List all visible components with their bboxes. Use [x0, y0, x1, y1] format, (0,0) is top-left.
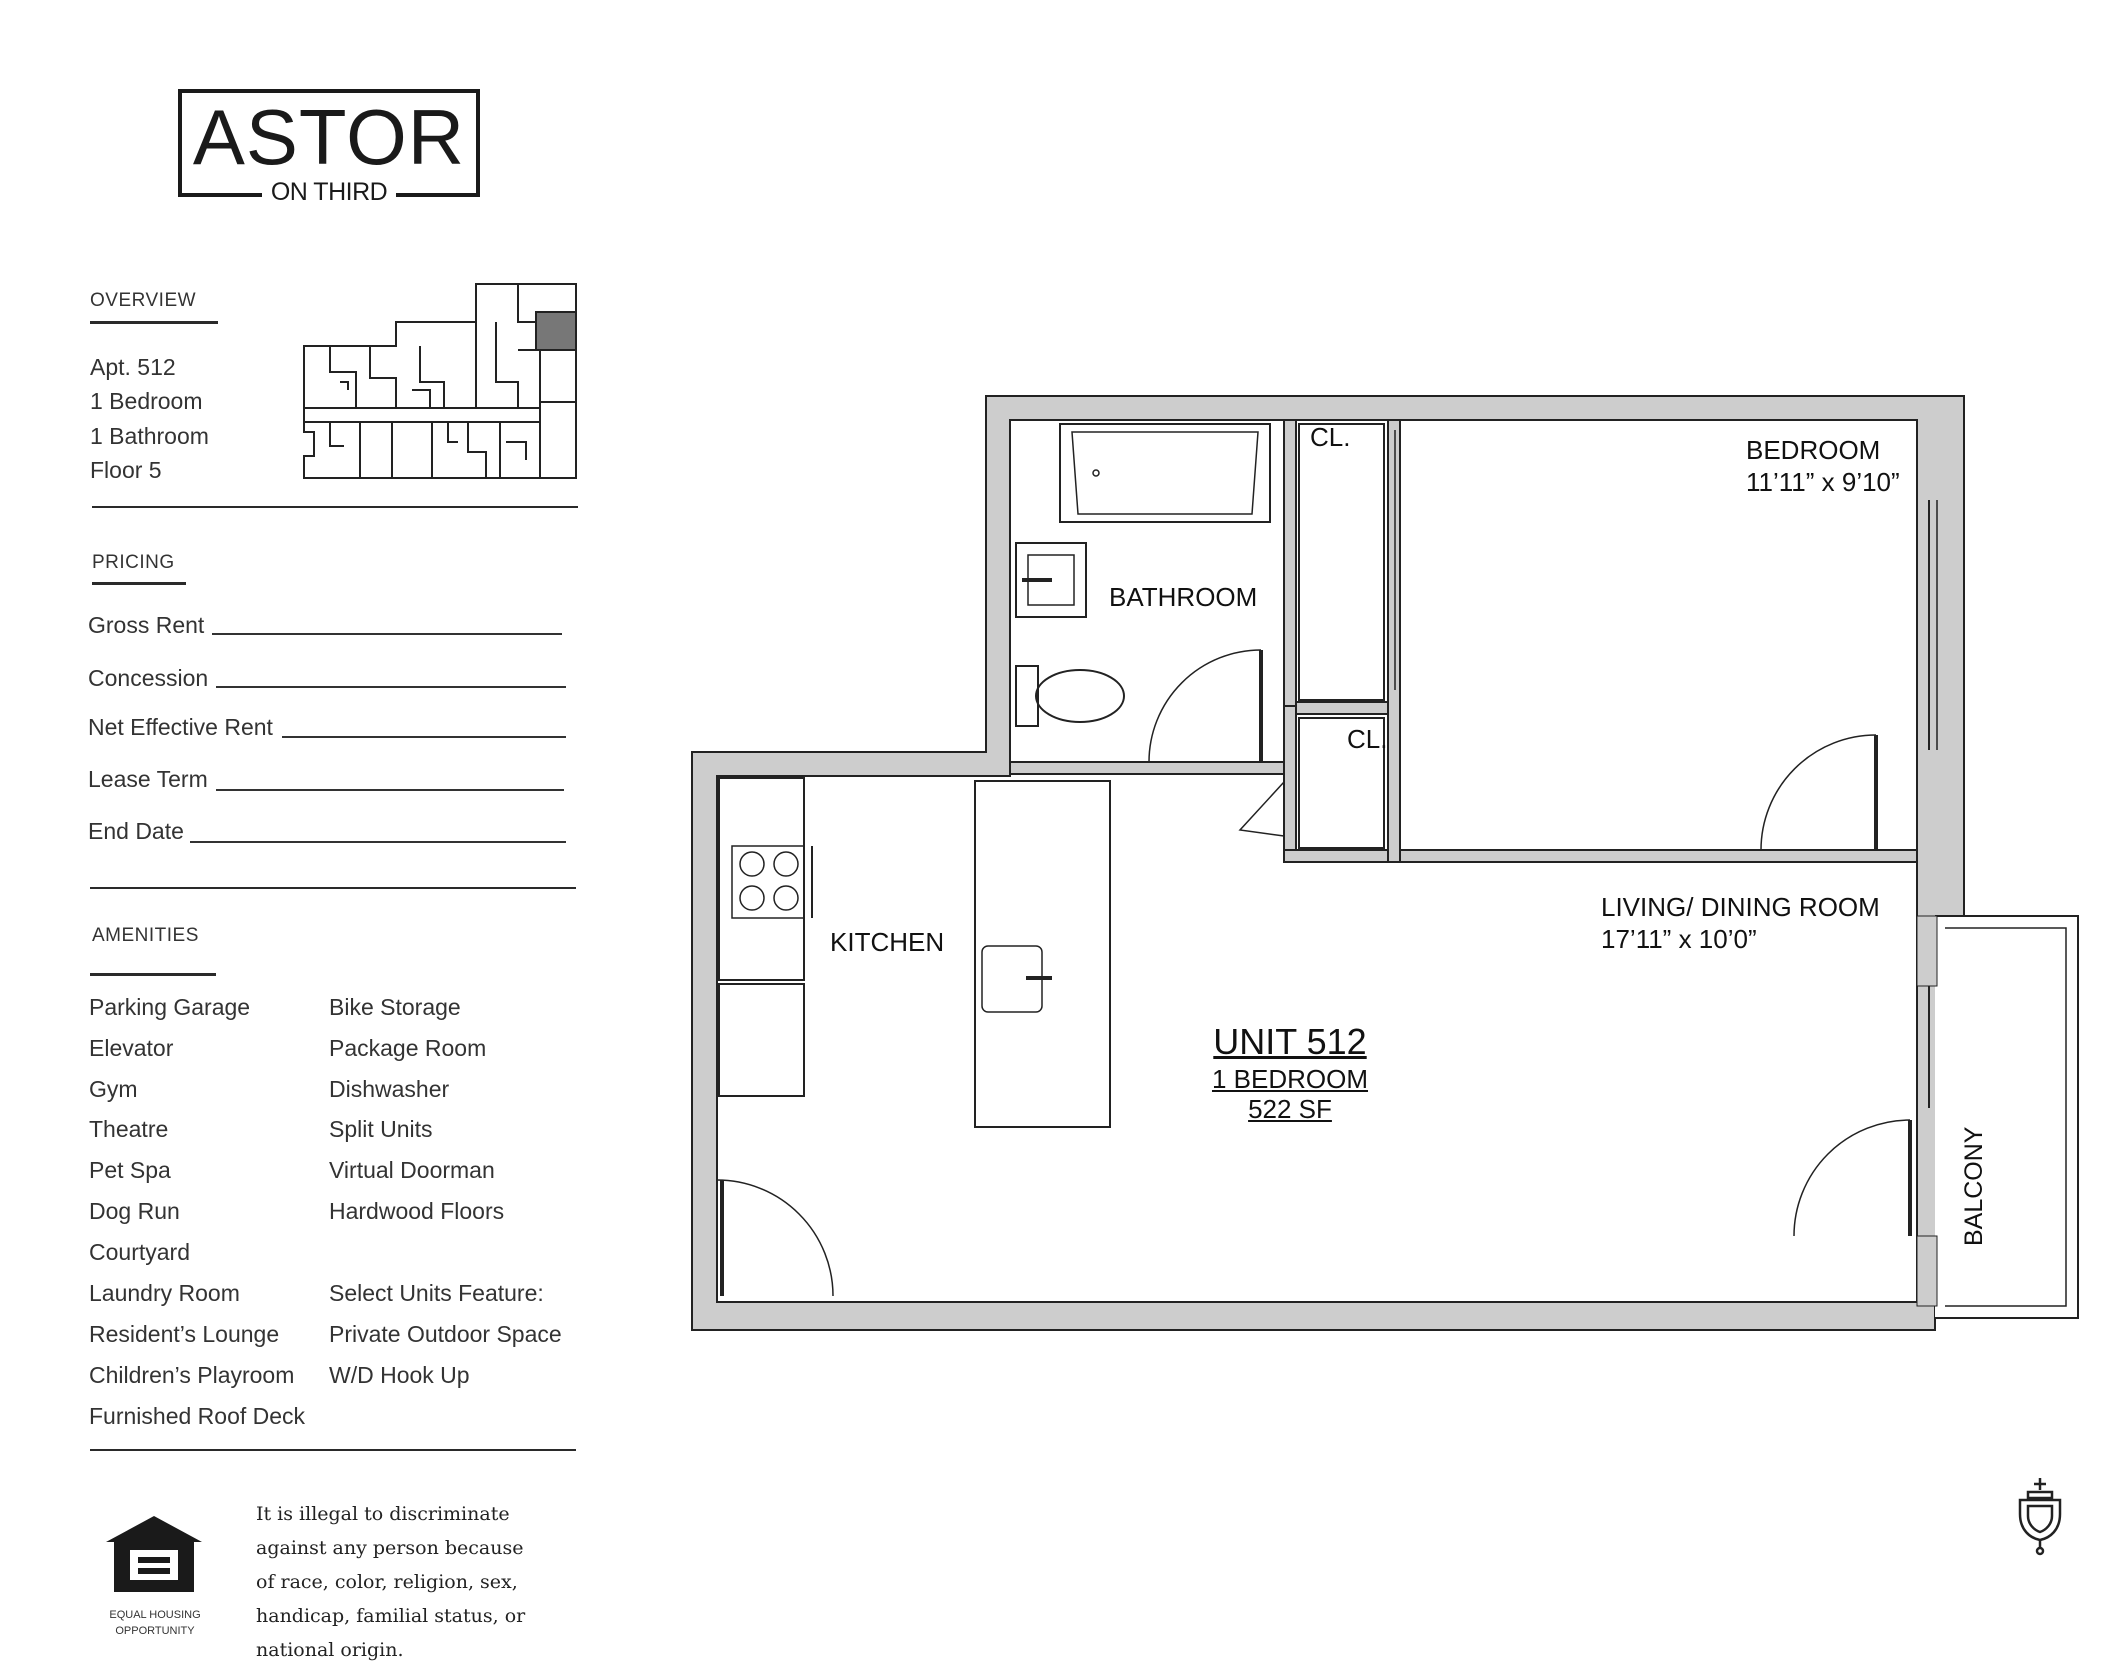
living-dining-dimensions: 17’11” x 10’0”	[1601, 924, 1757, 954]
bedroom-label: BEDROOM	[1746, 435, 1881, 465]
amenity-item: Split Units	[329, 1116, 433, 1142]
overview-bedrooms: 1 Bedroom	[90, 388, 203, 414]
amenity-select-units-heading: Select Units Feature:	[329, 1280, 544, 1306]
disclaimer-line: against any person because	[256, 1537, 524, 1559]
amenities-heading-rule	[90, 973, 216, 976]
amenity-item: Elevator	[89, 1035, 174, 1061]
closet-bedroom-wall	[1387, 419, 1401, 863]
closet-divider	[1295, 701, 1389, 715]
north-arrow-icon	[2018, 1478, 2062, 1556]
unit-number: UNIT 512	[1213, 1021, 1367, 1062]
refrigerator	[718, 983, 805, 1097]
disclaimer-line: national origin.	[256, 1639, 404, 1661]
overview-apt: Apt. 512	[90, 354, 176, 380]
cooktop	[731, 845, 805, 919]
amenity-item: Bike Storage	[329, 994, 461, 1020]
amenity-item: Laundry Room	[89, 1280, 240, 1306]
lease-term-field[interactable]	[216, 789, 564, 791]
kitchen-island	[974, 780, 1111, 1128]
amenities-divider	[90, 1449, 576, 1451]
fair-housing-disclaimer: It is illegal to discriminate against an…	[256, 1497, 525, 1667]
overview-heading-rule	[90, 321, 218, 324]
amenity-item: Dog Run	[89, 1198, 180, 1224]
pricing-heading: PRICING	[92, 552, 175, 573]
amenity-item: Gym	[89, 1076, 138, 1102]
pricing-label-lease-term: Lease Term	[88, 766, 208, 792]
amenities-heading: AMENITIES	[92, 925, 199, 946]
bedroom-wall	[1283, 849, 1918, 863]
net-effective-rent-field[interactable]	[282, 736, 566, 738]
amenity-item: Furnished Roof Deck	[89, 1403, 306, 1429]
key-plan-unit-highlight	[535, 311, 577, 351]
concession-field[interactable]	[216, 686, 566, 688]
amenity-item: Resident’s Lounge	[89, 1321, 280, 1347]
closet-label-upper: CL.	[1310, 422, 1351, 452]
balcony-outline	[1935, 915, 2079, 1319]
unit-type: 1 BEDROOM	[1211, 1064, 1369, 1094]
toilet-bowl	[1035, 669, 1125, 723]
amenity-item: Private Outdoor Space	[329, 1321, 562, 1347]
bathtub	[1059, 423, 1271, 523]
pricing-label-gross-rent: Gross Rent	[88, 612, 205, 638]
disclaimer-line: of race, color, religion, sex,	[256, 1571, 518, 1593]
pricing-divider	[90, 887, 576, 889]
amenity-item: Children’s Playroom	[89, 1362, 295, 1388]
equal-housing-line1: EQUAL HOUSING	[109, 1609, 201, 1621]
building-key-plan	[303, 283, 577, 479]
disclaimer-line: It is illegal to discriminate	[256, 1503, 510, 1525]
overview-heading: OVERVIEW	[90, 290, 197, 311]
equal-housing-caption: EQUAL HOUSING OPPORTUNITY	[86, 1608, 224, 1640]
amenity-item: Hardwood Floors	[329, 1198, 505, 1224]
logo-subtitle: ON THIRD	[262, 180, 396, 205]
overview-bathrooms: 1 Bathroom	[90, 423, 209, 449]
balcony-label: BALCONY	[1960, 1126, 1988, 1246]
hall-closet-door	[1238, 780, 1285, 837]
amenity-item: Dishwasher	[329, 1076, 450, 1102]
amenity-item: W/D Hook Up	[329, 1362, 470, 1388]
overview-divider	[92, 506, 578, 508]
amenity-item: Package Room	[329, 1035, 487, 1061]
pricing-heading-rule	[92, 582, 186, 585]
bathroom-vanity	[1015, 542, 1087, 618]
closet-lower	[1298, 717, 1385, 849]
amenity-item: Pet Spa	[89, 1157, 171, 1183]
bathroom-label: BATHROOM	[1109, 582, 1258, 612]
overview-floor: Floor 5	[90, 457, 162, 483]
kitchen-label: KITCHEN	[830, 927, 945, 957]
pricing-label-concession: Concession	[88, 665, 209, 691]
living-dining-label: LIVING/ DINING ROOM	[1601, 892, 1880, 922]
disclaimer-line: handicap, familial status, or	[256, 1605, 526, 1627]
equal-housing-line2: OPPORTUNITY	[115, 1624, 195, 1637]
logo-title: ASTOR	[192, 93, 466, 181]
amenity-item: Parking Garage	[89, 994, 251, 1020]
amenity-item: Courtyard	[89, 1239, 190, 1265]
amenity-item: Theatre	[89, 1116, 169, 1142]
bedroom-dimensions: 11’11” x 9’10”	[1746, 467, 1900, 497]
end-date-field[interactable]	[190, 841, 566, 843]
closet-label-lower: CL.	[1347, 724, 1388, 754]
equal-housing-icon	[106, 1516, 202, 1592]
gross-rent-field[interactable]	[212, 633, 562, 635]
amenity-item: Virtual Doorman	[329, 1157, 495, 1183]
pricing-label-net-effective-rent: Net Effective Rent	[88, 714, 273, 740]
toilet-tank	[1015, 665, 1039, 727]
closet-upper	[1298, 423, 1385, 701]
pricing-label-end-date: End Date	[88, 818, 184, 844]
entry-door-swing	[716, 1179, 834, 1297]
unit-area: 522 SF	[1248, 1094, 1332, 1124]
